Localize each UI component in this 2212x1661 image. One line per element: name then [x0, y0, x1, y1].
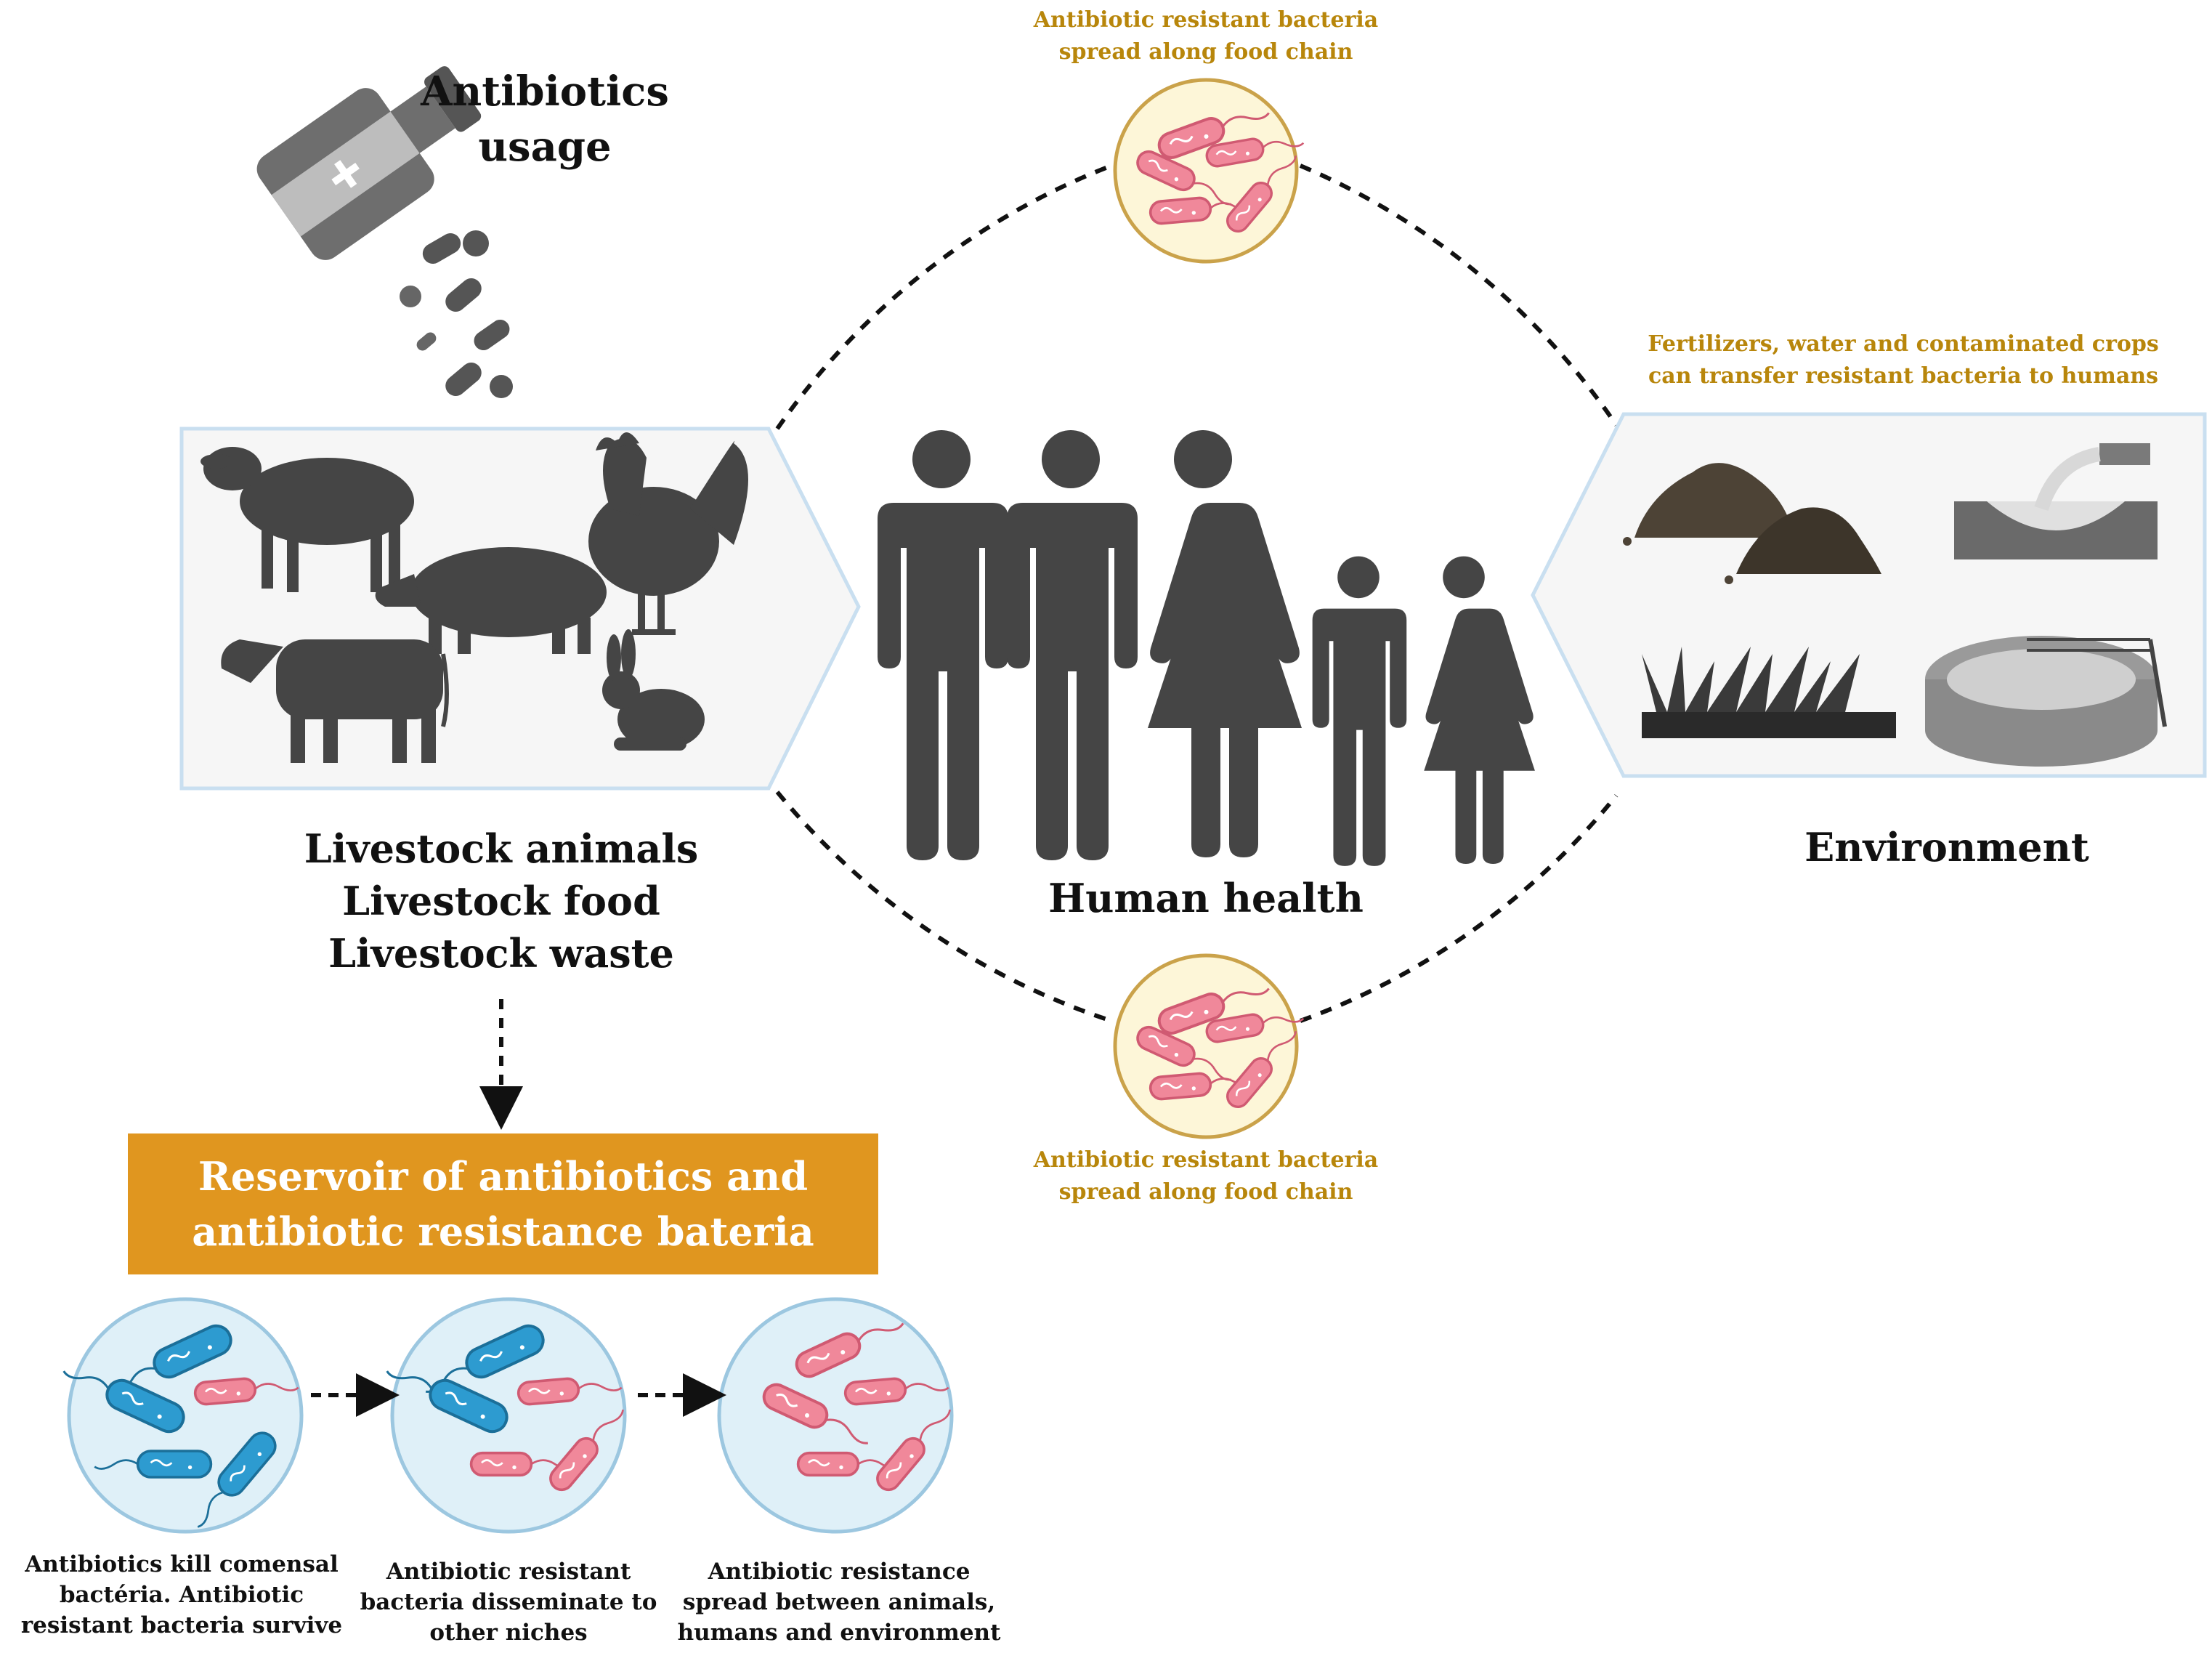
pig-icon	[375, 547, 607, 654]
stage-2-line3: other niches	[429, 1620, 588, 1646]
treatment-tank-icon	[1925, 636, 2167, 767]
livestock-label-line1: Livestock animals	[304, 825, 699, 872]
food-chain-bacteria-top	[1113, 78, 1306, 264]
reservoir-line1: Reservoir of antibiotics and	[198, 1153, 809, 1200]
stage-2-line2: bacteria disseminate to	[360, 1589, 657, 1615]
food-chain-bacteria-bottom	[1113, 953, 1306, 1139]
stage-1-line1: Antibiotics kill comensal	[25, 1551, 339, 1577]
rabbit-icon	[602, 629, 705, 751]
petri-dish-2	[380, 1297, 631, 1534]
food-chain-note-bottom-line1: Antibiotic resistant bacteria	[1033, 1147, 1379, 1173]
livestock-label: Livestock animals Livestock food Livesto…	[247, 823, 755, 979]
cycle-dashed-circle	[775, 163, 1619, 1023]
environment-note: Fertilizers, water and contaminated crop…	[1598, 328, 2208, 392]
stage-3-line2: spread between animals,	[682, 1589, 996, 1615]
food-chain-note-top-line2: spread along food chain	[1058, 39, 1353, 65]
livestock-label-line2: Livestock food	[342, 878, 660, 924]
food-chain-note-top: Antibiotic resistant bacteria spread alo…	[959, 4, 1453, 68]
stage-3-line3: humans and environment	[677, 1620, 1001, 1646]
environment-label: Environment	[1804, 824, 2089, 870]
stage-2-caption: Antibiotic resistant bacteria disseminat…	[341, 1556, 676, 1648]
reservoir-box: Reservoir of antibiotics and antibiotic …	[128, 1133, 878, 1274]
livestock-label-line3: Livestock waste	[328, 930, 674, 977]
antibiotics-title: Antibiotics usage	[378, 64, 712, 174]
stage-3-line1: Antibiotic resistance	[708, 1559, 971, 1585]
cow-icon	[221, 639, 449, 763]
sheep-icon	[200, 447, 414, 592]
environment-note-line2: can transfer resistant bacteria to human…	[1648, 363, 2158, 389]
rooster-icon	[588, 432, 748, 635]
food-chain-note-bottom-line2: spread along food chain	[1058, 1179, 1353, 1205]
manure-pile-icon	[1623, 463, 1881, 584]
food-chain-note-bottom: Antibiotic resistant bacteria spread alo…	[959, 1144, 1453, 1208]
stage-1-line2: bactéria. Antibiotic	[59, 1582, 304, 1608]
water-outflow-icon	[1954, 443, 2158, 559]
petri-dish-3	[717, 1297, 958, 1534]
stage-1-caption: Antibiotics kill comensal bactéria. Anti…	[15, 1549, 349, 1641]
reservoir-line2: antibiotic resistance bateria	[192, 1208, 814, 1255]
antibiotics-title-line1: Antibiotics	[421, 68, 669, 116]
pill-capsule-icon	[400, 230, 513, 398]
stage-2-line1: Antibiotic resistant	[386, 1559, 631, 1585]
antibiotics-title-line2: usage	[478, 123, 612, 171]
human-health-label: Human health	[1048, 875, 1364, 921]
crops-icon	[1642, 647, 1896, 738]
stage-1-line3: resistant bacteria survive	[20, 1612, 343, 1638]
food-chain-note-top-line1: Antibiotic resistant bacteria	[1033, 7, 1379, 33]
medicine-bottle-icon	[256, 66, 482, 260]
stage-3-caption: Antibiotic resistance spread between ani…	[668, 1556, 1010, 1648]
environment-note-line1: Fertilizers, water and contaminated crop…	[1648, 331, 2159, 357]
petri-dish-1	[57, 1297, 304, 1535]
family-people-icon	[878, 430, 1535, 866]
